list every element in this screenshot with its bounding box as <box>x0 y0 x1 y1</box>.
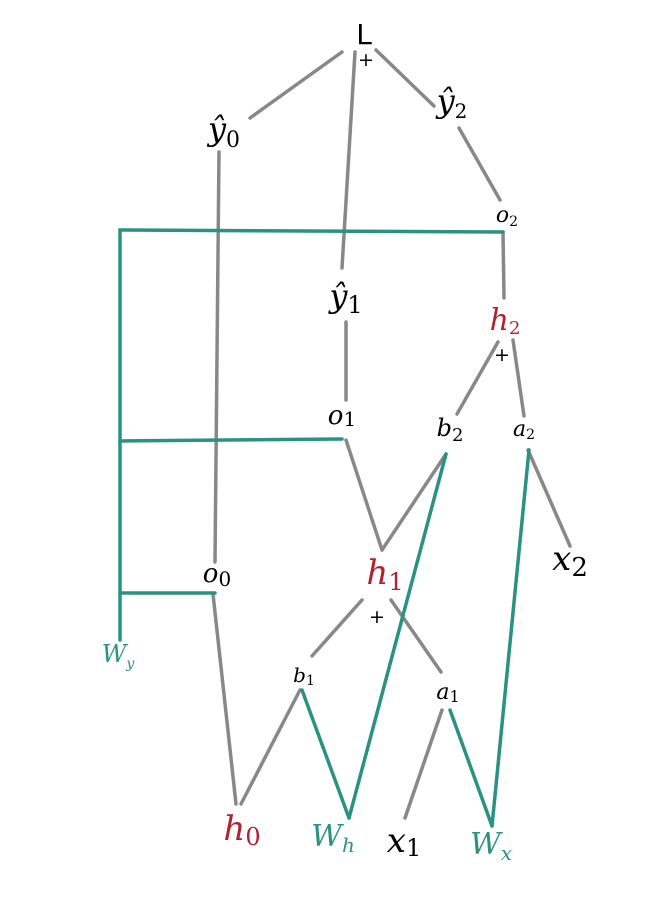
nodes: L ŷ0 ŷ2 o2 ŷ1 h2 o1 b2 a2 x2 o <box>102 18 588 865</box>
node-h2: h2 <box>490 303 521 339</box>
edge-h1-a1 <box>389 598 443 674</box>
sum-mark-L: + <box>358 49 374 71</box>
edge-L-y2 <box>374 48 436 108</box>
node-o0: o0 <box>203 559 231 591</box>
node-x2: x2 <box>552 539 588 583</box>
edge-o2-h2 <box>501 230 506 300</box>
edge-b1-h0 <box>239 688 302 806</box>
node-Wh: Wh <box>311 819 355 857</box>
node-Wy: Wy <box>102 640 136 672</box>
sum-mark-h2: + <box>494 344 510 366</box>
edge-a1-Wx <box>448 708 494 828</box>
edge-a2-x2 <box>526 448 572 548</box>
edge-b2-Wh <box>347 452 448 820</box>
node-a2: a2 <box>513 417 535 443</box>
gray-edges <box>211 48 572 820</box>
edge-L-y0 <box>248 50 344 120</box>
node-y2: ŷ2 <box>435 82 468 123</box>
edge-h1-b1 <box>310 598 364 658</box>
node-h1: h1 <box>366 553 403 596</box>
edge-b2-h1 <box>380 452 448 552</box>
edge-Wy-o1 <box>118 437 344 443</box>
sum-mark-h1: + <box>369 606 385 628</box>
node-L: L <box>356 18 372 51</box>
node-b2: b2 <box>437 414 464 446</box>
node-Wx: Wx <box>470 827 512 865</box>
edge-y2-o2 <box>457 126 502 202</box>
node-h0: h0 <box>223 809 260 851</box>
edge-h2-b2 <box>455 340 500 416</box>
node-o2: o2 <box>496 203 518 230</box>
edge-a1-x1 <box>403 708 444 820</box>
node-b1: b1 <box>293 663 315 689</box>
node-y1: ŷ1 <box>327 277 362 319</box>
edge-h2-a2 <box>511 338 526 418</box>
edge-L-y1 <box>340 50 357 270</box>
edge-o1-h1 <box>344 438 384 552</box>
edge-a2-Wx <box>490 448 531 828</box>
node-o1: o1 <box>328 401 356 431</box>
node-x1: x1 <box>387 821 421 862</box>
teal-edges <box>118 228 531 828</box>
edge-b1-Wh <box>300 688 351 820</box>
edge-y0-o0 <box>213 150 221 564</box>
edge-Wy-o2 <box>118 228 505 642</box>
node-a1: a1 <box>436 680 459 706</box>
edge-o0-h0 <box>211 592 238 806</box>
sum-marks: + + + <box>358 49 510 628</box>
node-y0: ŷ0 <box>206 110 240 153</box>
